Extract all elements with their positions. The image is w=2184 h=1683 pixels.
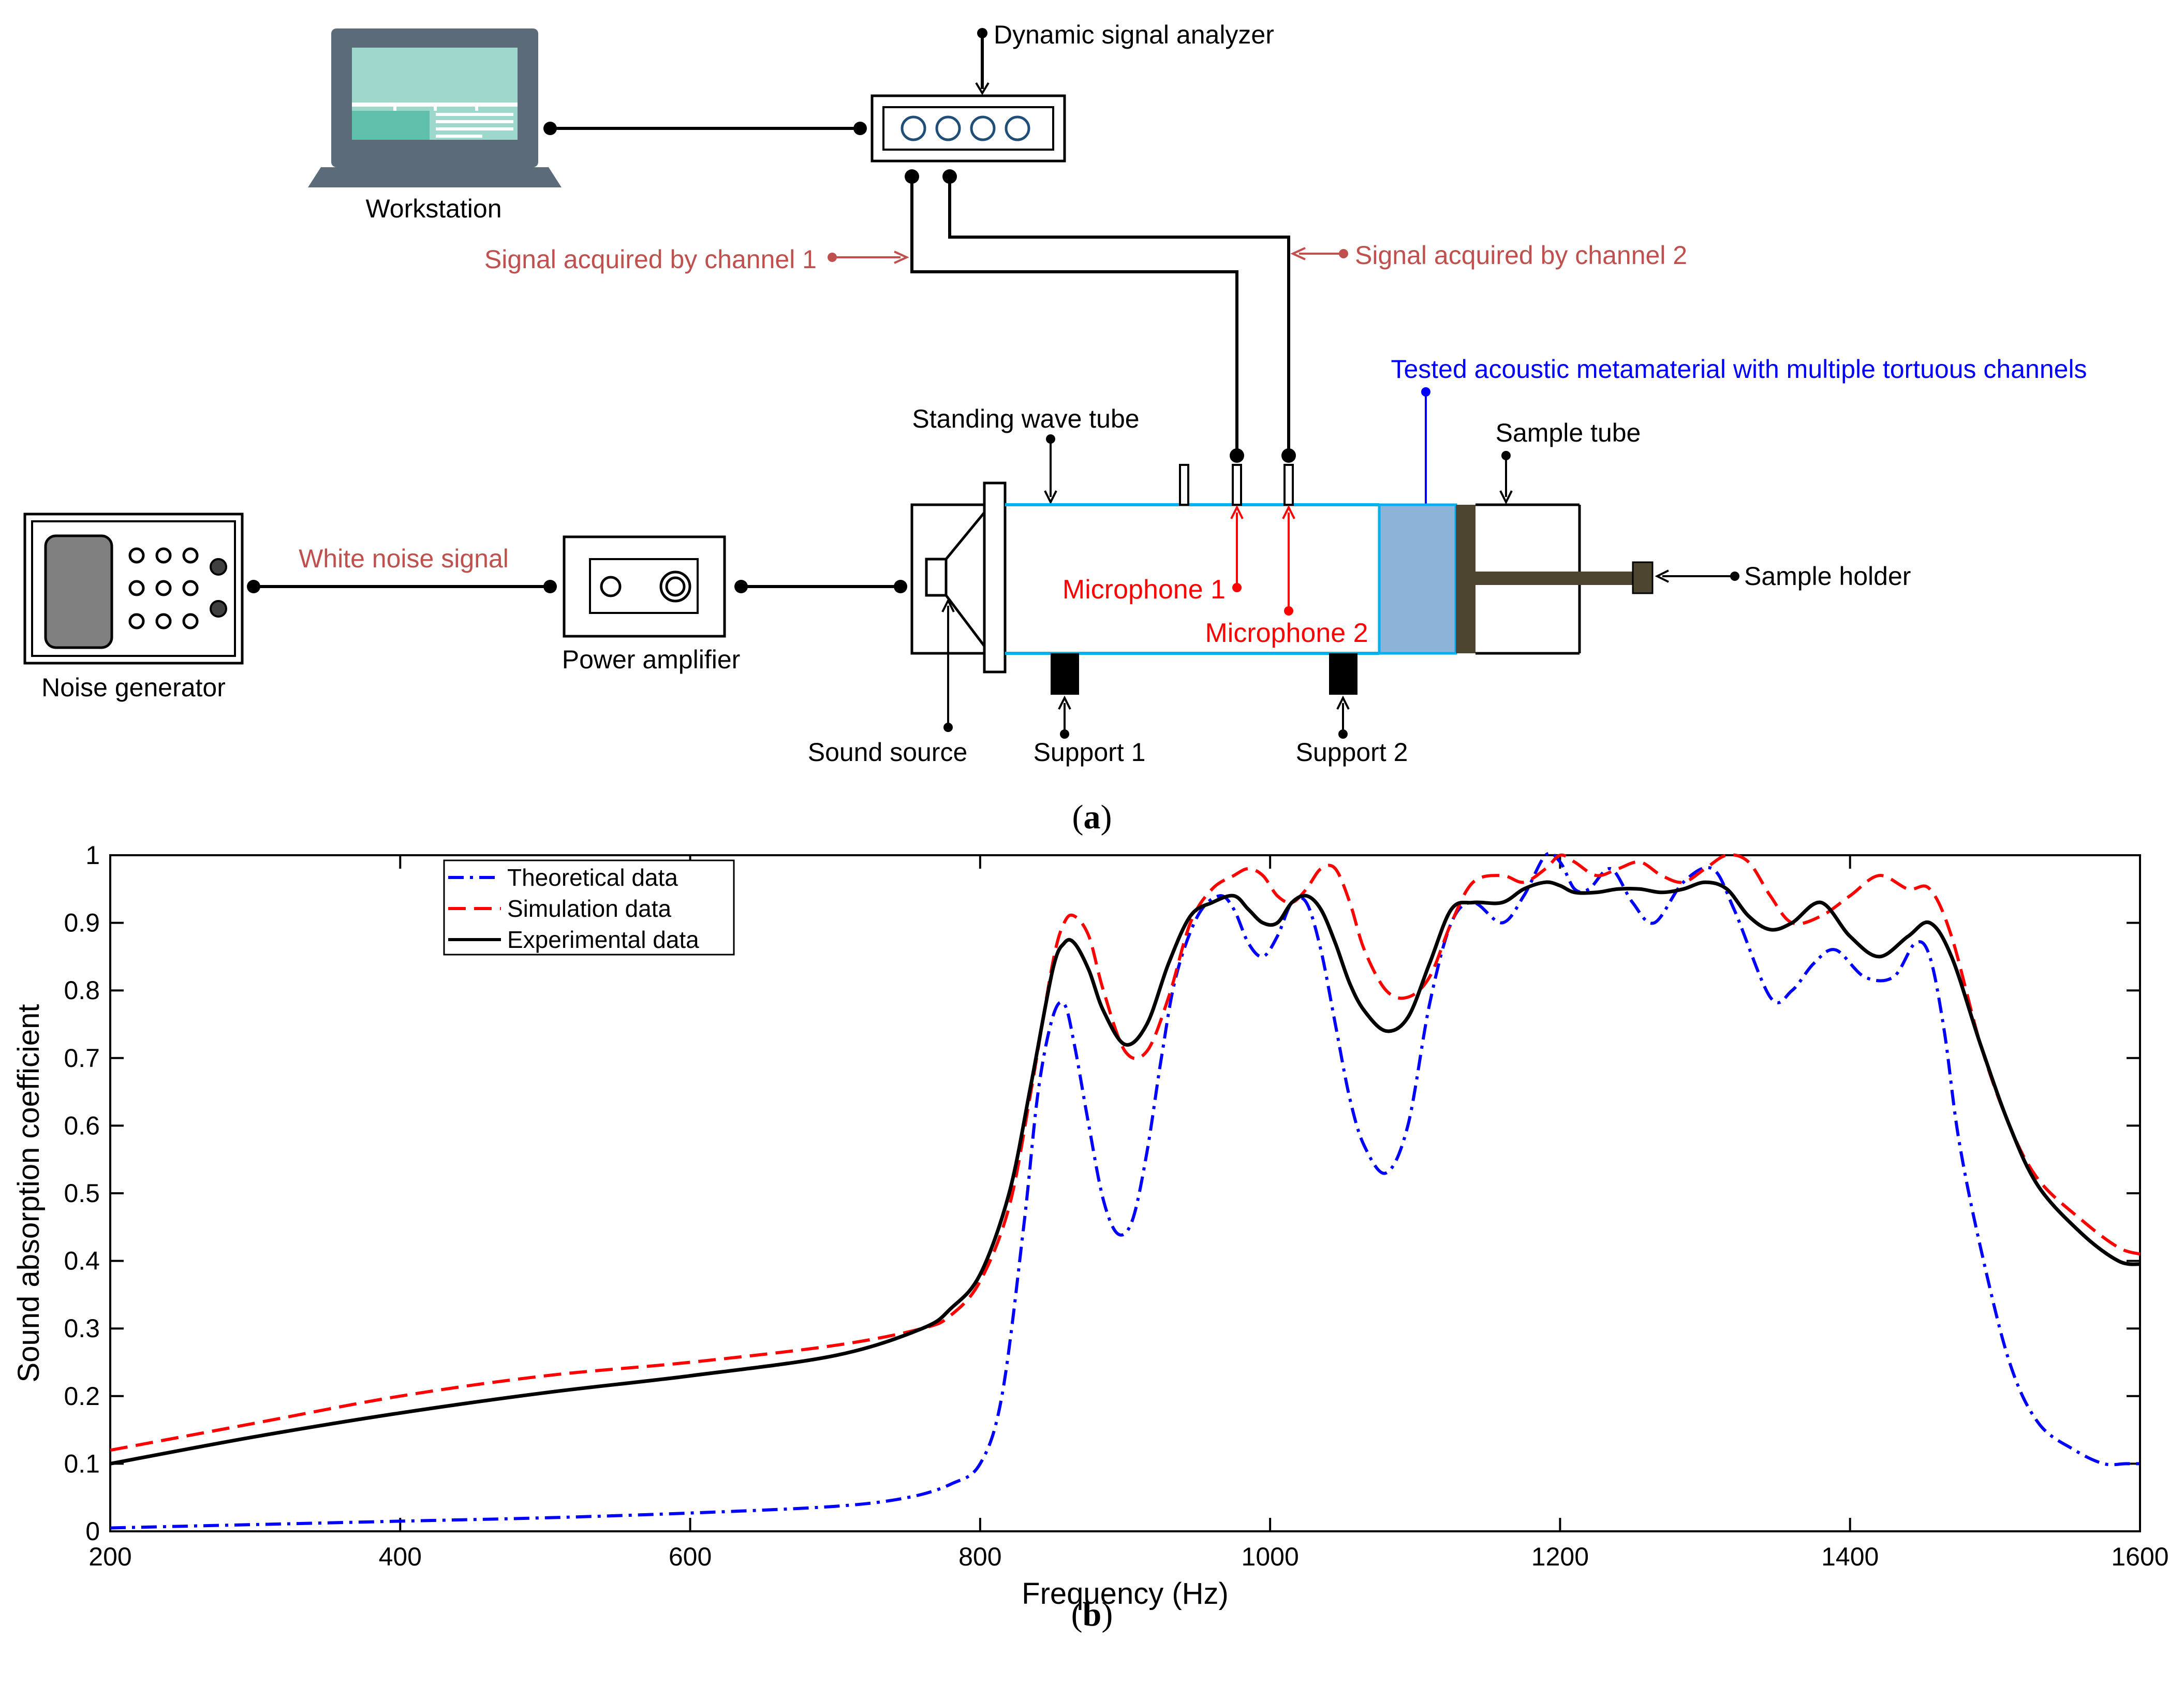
legend-label: Simulation data <box>507 895 671 922</box>
channel2-wire <box>948 177 1290 456</box>
support1-block <box>1051 653 1079 695</box>
x-tick-label: 1200 <box>1531 1542 1589 1571</box>
x-tick-label: 400 <box>379 1542 422 1571</box>
workstation-label: Workstation <box>365 194 501 223</box>
y-tick-label: 0.7 <box>64 1044 100 1073</box>
x-tick-label: 1600 <box>2111 1542 2168 1571</box>
x-tick-label: 600 <box>669 1542 712 1571</box>
sample-tube-label: Sample tube <box>1496 418 1641 447</box>
y-tick-label: 0.8 <box>64 976 100 1005</box>
plot-frame <box>109 854 2141 1532</box>
series-line-3 <box>110 880 2141 1466</box>
power-amplifier <box>563 535 726 638</box>
channel1-wire <box>910 177 1238 456</box>
legend-label: Experimental data <box>507 926 699 953</box>
series-line-2 <box>110 853 2141 1452</box>
y-tick-label: 1 <box>85 841 100 870</box>
noise-generator <box>23 513 244 665</box>
setup-diagram: Workstation Dynamic signal analyzer Sign… <box>23 20 2087 836</box>
y-tick-label: 0.5 <box>64 1179 100 1208</box>
absorption-chart: 200 400 600 800 1000 1200 1400 1600 0 0.1 0.2 0.3 0.… <box>12 841 2169 1633</box>
caption-a: (a) <box>1072 798 1112 836</box>
y-tick-label: 0.2 <box>64 1382 100 1411</box>
support2-block <box>1329 653 1357 695</box>
channel2-label: Signal acquired by channel 2 <box>1355 241 1687 270</box>
standing-tube-label: Standing wave tube <box>912 404 1139 433</box>
wire-endpoint <box>853 122 867 135</box>
sample-holder-label: Sample holder <box>1744 562 1911 591</box>
y-tick-label: 0.6 <box>64 1111 100 1140</box>
x-tick-label: 200 <box>88 1542 131 1571</box>
sample-tube <box>1378 503 1654 655</box>
microphone2-label: Microphone 2 <box>1205 618 1368 648</box>
microphone1-label: Microphone 1 <box>1063 575 1226 605</box>
y-tick-label: 0.3 <box>64 1314 100 1343</box>
power-amplifier-label: Power amplifier <box>562 645 741 674</box>
metamaterial-label: Tested acoustic metamaterial with multip… <box>1391 355 2087 384</box>
x-tick-label: 1400 <box>1821 1542 1879 1571</box>
sound-source <box>910 481 1007 674</box>
x-tick-label: 1000 <box>1242 1542 1299 1571</box>
workstation-laptop-icon <box>308 28 562 187</box>
y-tick-label: 0.9 <box>64 909 100 938</box>
analyzer-label: Dynamic signal analyzer <box>994 20 1274 49</box>
x-axis-label: Frequency (Hz) <box>1022 1577 1229 1611</box>
wire-endpoint <box>543 122 557 135</box>
legend-label: Theoretical data <box>507 864 678 891</box>
y-tick-label: 0 <box>85 1517 100 1546</box>
channel1-label: Signal acquired by channel 1 <box>484 245 817 274</box>
y-tick-label: 0.4 <box>64 1247 100 1276</box>
noise-generator-label: Noise generator <box>41 673 226 702</box>
dynamic-signal-analyzer <box>870 94 1066 163</box>
series-line-1 <box>110 851 2140 1530</box>
y-axis-label: Sound absorption coefficient <box>12 1004 46 1383</box>
white-noise-label: White noise signal <box>299 544 509 573</box>
y-tick-label: 0.1 <box>64 1449 100 1478</box>
caption-b: (b) <box>1071 1596 1113 1633</box>
sound-source-label: Sound source <box>808 738 968 767</box>
support2-label: Support 2 <box>1296 738 1408 767</box>
support1-label: Support 1 <box>1034 738 1146 767</box>
x-tick-label: 800 <box>958 1542 1001 1571</box>
